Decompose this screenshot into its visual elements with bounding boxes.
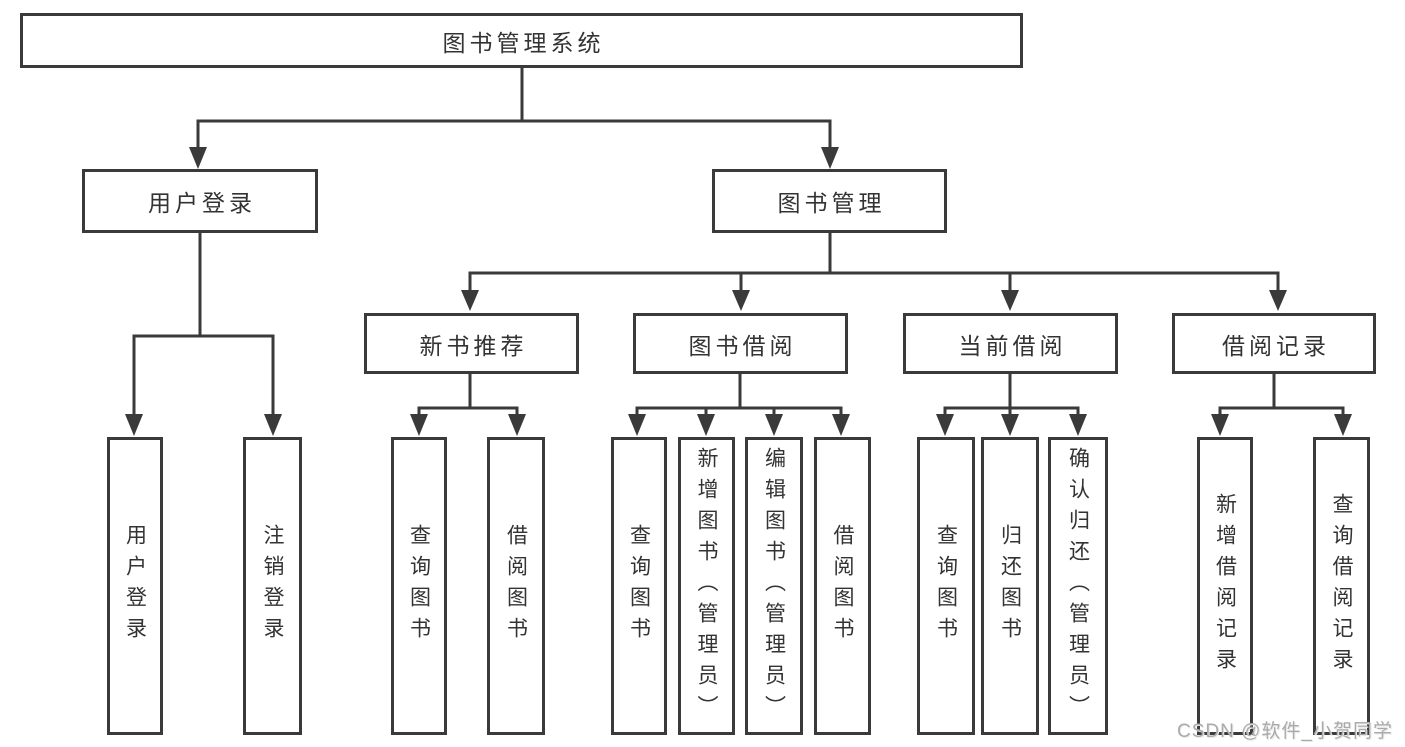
node-borrow-records: 借阅记录: [1172, 313, 1376, 374]
node-label: 借阅记录: [1222, 332, 1330, 359]
leaf-label: 新增图书（管理员）: [695, 446, 719, 726]
leaf-add-book-admin: 新增图书（管理员）: [678, 437, 735, 735]
node-label: 图书管理系统: [442, 29, 605, 56]
node-library-management-system: 图书管理系统: [20, 13, 1023, 68]
leaf-label: 用户登录: [123, 524, 147, 648]
leaf-label: 归还图书: [998, 524, 1022, 648]
node-book-management: 图书管理: [712, 169, 947, 233]
leaf-logout: 注销登录: [243, 437, 302, 735]
leaf-query-book-recommend: 查询图书: [391, 437, 447, 735]
leaf-label: 查询图书: [934, 524, 958, 648]
leaf-label: 查询借阅记录: [1330, 493, 1354, 679]
leaf-edit-book-admin: 编辑图书（管理员）: [745, 437, 803, 735]
node-label: 图书管理: [777, 190, 886, 216]
leaf-label: 查询图书: [407, 524, 431, 648]
leaf-borrow-book: 借阅图书: [814, 437, 871, 735]
node-label: 新书推荐: [419, 332, 528, 359]
node-book-borrow: 图书借阅: [633, 313, 848, 374]
leaf-confirm-return-admin: 确认归还（管理员）: [1048, 437, 1108, 735]
leaf-query-book-borrow: 查询图书: [611, 437, 667, 735]
node-label: 图书借阅: [688, 332, 797, 359]
leaf-return-book: 归还图书: [981, 437, 1039, 735]
leaf-query-book-current: 查询图书: [917, 437, 975, 735]
leaf-label: 借阅图书: [504, 524, 528, 648]
leaf-label: 注销登录: [261, 524, 285, 648]
leaf-label: 查询图书: [627, 524, 651, 648]
leaf-label: 编辑图书（管理员）: [762, 446, 786, 726]
leaf-borrow-book-recommend: 借阅图书: [487, 437, 545, 735]
csdn-watermark: CSDN @软件_小贺同学: [1177, 721, 1393, 742]
node-new-book-recommend: 新书推荐: [364, 313, 579, 374]
leaf-label: 确认归还（管理员）: [1066, 446, 1090, 726]
leaf-label: 借阅图书: [831, 524, 855, 648]
leaf-user-login: 用户登录: [107, 437, 163, 735]
leaf-add-borrow-record: 新增借阅记录: [1197, 437, 1253, 735]
node-current-borrow: 当前借阅: [903, 313, 1118, 374]
node-label: 当前借阅: [958, 332, 1067, 359]
leaf-query-borrow-record: 查询借阅记录: [1313, 437, 1370, 735]
node-label: 用户登录: [148, 190, 256, 216]
leaf-label: 新增借阅记录: [1213, 493, 1237, 679]
node-user-login: 用户登录: [82, 169, 318, 233]
